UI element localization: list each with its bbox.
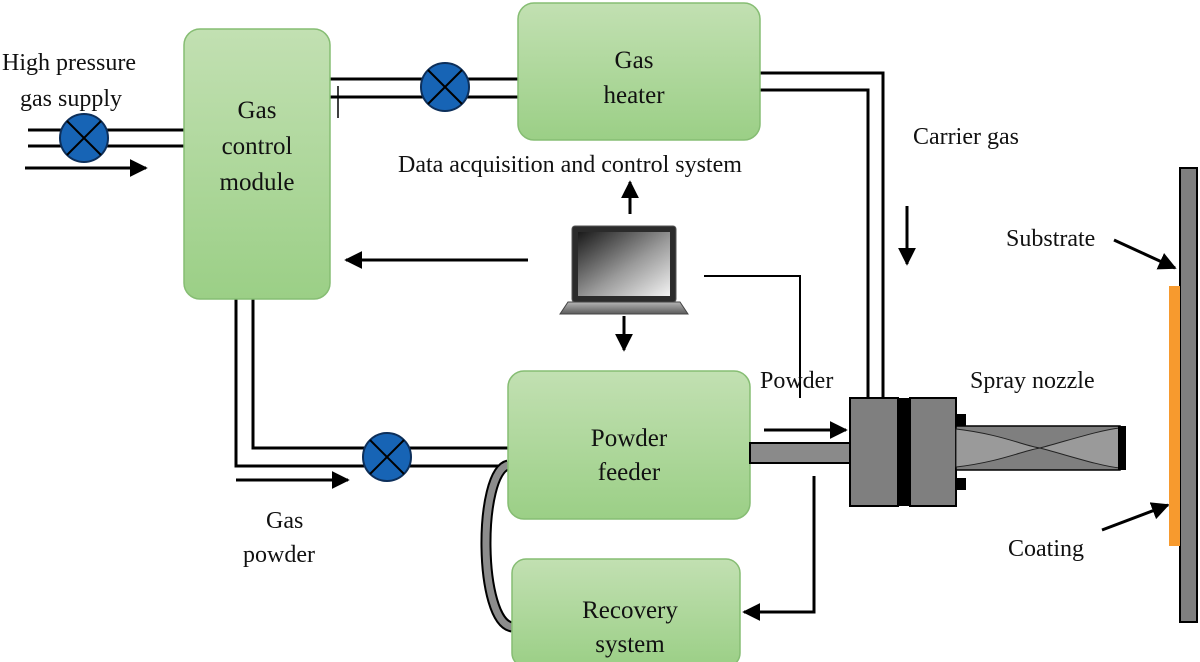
substrate-pointer xyxy=(1113,238,1177,270)
powder-feeder: Powder feeder xyxy=(507,370,751,520)
powder-label: Powder xyxy=(760,368,833,394)
recovery-box xyxy=(511,558,741,662)
gas-heater: Gas heater xyxy=(517,2,761,141)
flow-arrows xyxy=(25,159,1177,621)
gas-powder-label-1: Gas xyxy=(266,508,303,534)
high-pressure-label-2: gas supply xyxy=(20,86,122,112)
gas-control-box xyxy=(183,28,331,300)
coating-layer xyxy=(1169,286,1180,546)
feeder-pipe-inner xyxy=(251,298,508,450)
high-pressure-label-1: High pressure xyxy=(2,50,136,76)
powder-feeder-label-2: feeder xyxy=(598,459,661,486)
pipe-lines xyxy=(28,71,885,468)
recovery-system: Recovery system xyxy=(511,558,741,662)
gas-heater-label-1: Gas xyxy=(615,47,654,74)
gas-control-label-3: module xyxy=(220,169,295,196)
nozzle-seal xyxy=(898,398,910,506)
spray-nozzle-label: Spray nozzle xyxy=(970,368,1095,394)
nozzle-chamber-left xyxy=(849,397,899,507)
recovery-arrow xyxy=(742,476,816,621)
gas-control-module: Gas control module xyxy=(183,28,331,300)
recovery-label-1: Recovery xyxy=(582,597,678,624)
computer-nozzle-line xyxy=(704,275,801,398)
valve-heater xyxy=(420,62,470,112)
gas-control-label-1: Gas xyxy=(238,97,277,124)
recovery-hose xyxy=(482,461,514,631)
carrier-pipe-outer xyxy=(760,71,885,400)
substrate-label: Substrate xyxy=(1006,226,1095,252)
gas-powder-label-2: powder xyxy=(243,542,315,568)
spray-nozzle xyxy=(749,397,1126,507)
coating-pointer xyxy=(1101,502,1170,532)
carrier-gas-label: Carrier gas xyxy=(913,124,1019,150)
substrate-plate xyxy=(1179,167,1198,623)
gas-control-label-2: control xyxy=(222,133,293,160)
gas-heater-box xyxy=(517,2,761,141)
valve-feeder xyxy=(362,432,412,482)
gas-heater-label-2: heater xyxy=(603,82,665,109)
powder-feeder-label-1: Powder xyxy=(591,425,668,452)
recovery-label-2: system xyxy=(595,631,665,658)
nozzle-chamber-right xyxy=(909,397,957,507)
valve-inlet xyxy=(59,113,109,163)
daq-label: Data acquisition and control system xyxy=(398,152,742,178)
laptop-icon xyxy=(559,225,689,315)
feeder-pipe-outer xyxy=(234,298,508,468)
coating-label: Coating xyxy=(1008,536,1084,562)
carrier-pipe-inner xyxy=(760,88,870,400)
